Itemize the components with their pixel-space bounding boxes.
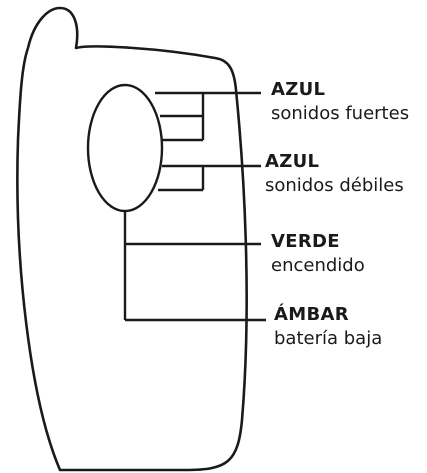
callout-verde: VERDE encendido (271, 231, 365, 276)
callout-description: encendido (271, 254, 365, 276)
callout-azul-debiles: AZUL sonidos débiles (265, 151, 404, 196)
callout-description: sonidos fuertes (271, 102, 410, 124)
callout-ambar: ÁMBAR batería baja (274, 304, 383, 349)
device-body-outline (16, 6, 248, 472)
callout-title: AZUL (271, 79, 326, 100)
callout-azul-fuertes: AZUL sonidos fuertes (271, 79, 410, 124)
callout-title: ÁMBAR (274, 304, 349, 325)
callout-description: sonidos débiles (265, 174, 404, 196)
leader-line-azul-debiles (158, 164, 261, 192)
callout-title: AZUL (265, 151, 320, 172)
led-lens (86, 83, 164, 213)
callout-title: VERDE (271, 231, 340, 252)
callout-description: batería baja (274, 327, 383, 349)
leader-line-azul-fuertes (155, 91, 261, 142)
leader-line-verde-ambar (123, 211, 266, 322)
